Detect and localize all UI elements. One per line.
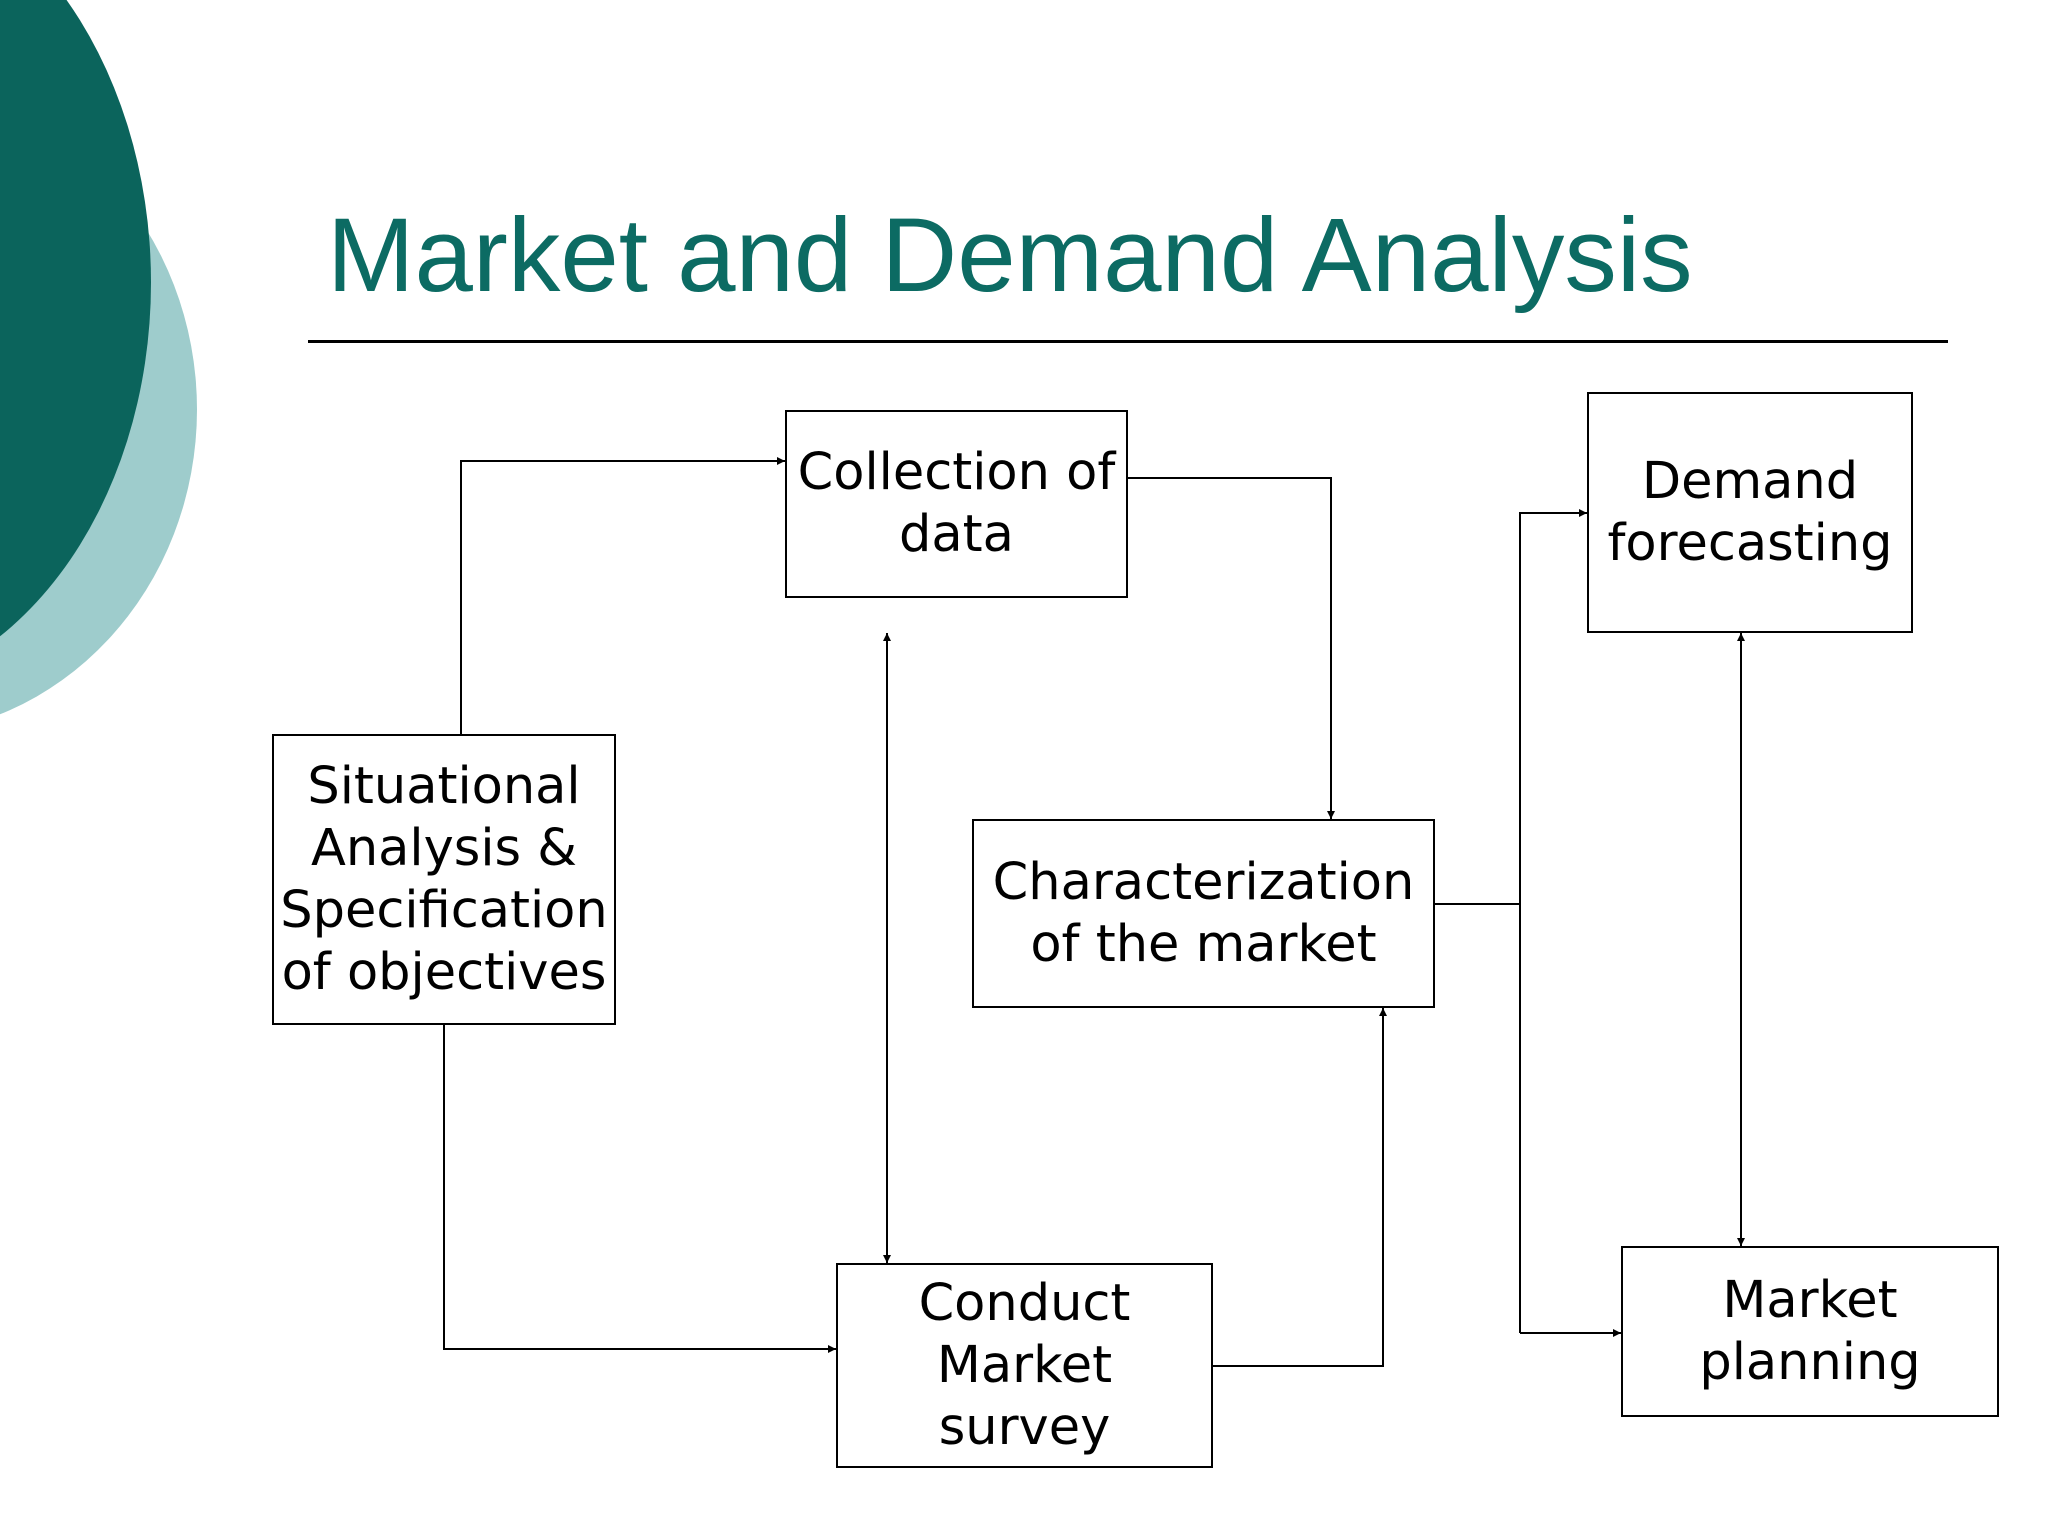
node-characterization-of-market: Characterization of the market — [972, 819, 1435, 1008]
connector-characterization-to-demand — [1519, 509, 1587, 1333]
title-divider — [308, 340, 1948, 343]
node-label: Market planning — [1699, 1270, 1921, 1392]
node-demand-forecasting: Demand forecasting — [1587, 392, 1913, 633]
connector-survey-to-characterization — [1213, 1008, 1387, 1367]
node-label: Collection of data — [797, 443, 1116, 564]
node-collection-of-data: Collection of data — [785, 410, 1128, 598]
connector-situational-to-collection — [460, 457, 785, 734]
connector-collection-to-characterization — [1128, 477, 1335, 819]
node-conduct-market-survey: Conduct Market survey — [836, 1263, 1213, 1468]
node-label: Characterization of the market — [992, 852, 1415, 974]
node-label: Situational Analysis & Specification of … — [280, 756, 608, 1002]
node-label: Demand forecasting — [1607, 451, 1893, 573]
node-situational-analysis: Situational Analysis & Specification of … — [272, 734, 616, 1025]
connector-situational-to-survey — [443, 1025, 836, 1353]
slide-title: Market and Demand Analysis — [327, 197, 1693, 314]
node-label: Conduct Market survey — [918, 1273, 1131, 1457]
node-market-planning: Market planning — [1621, 1246, 1999, 1417]
